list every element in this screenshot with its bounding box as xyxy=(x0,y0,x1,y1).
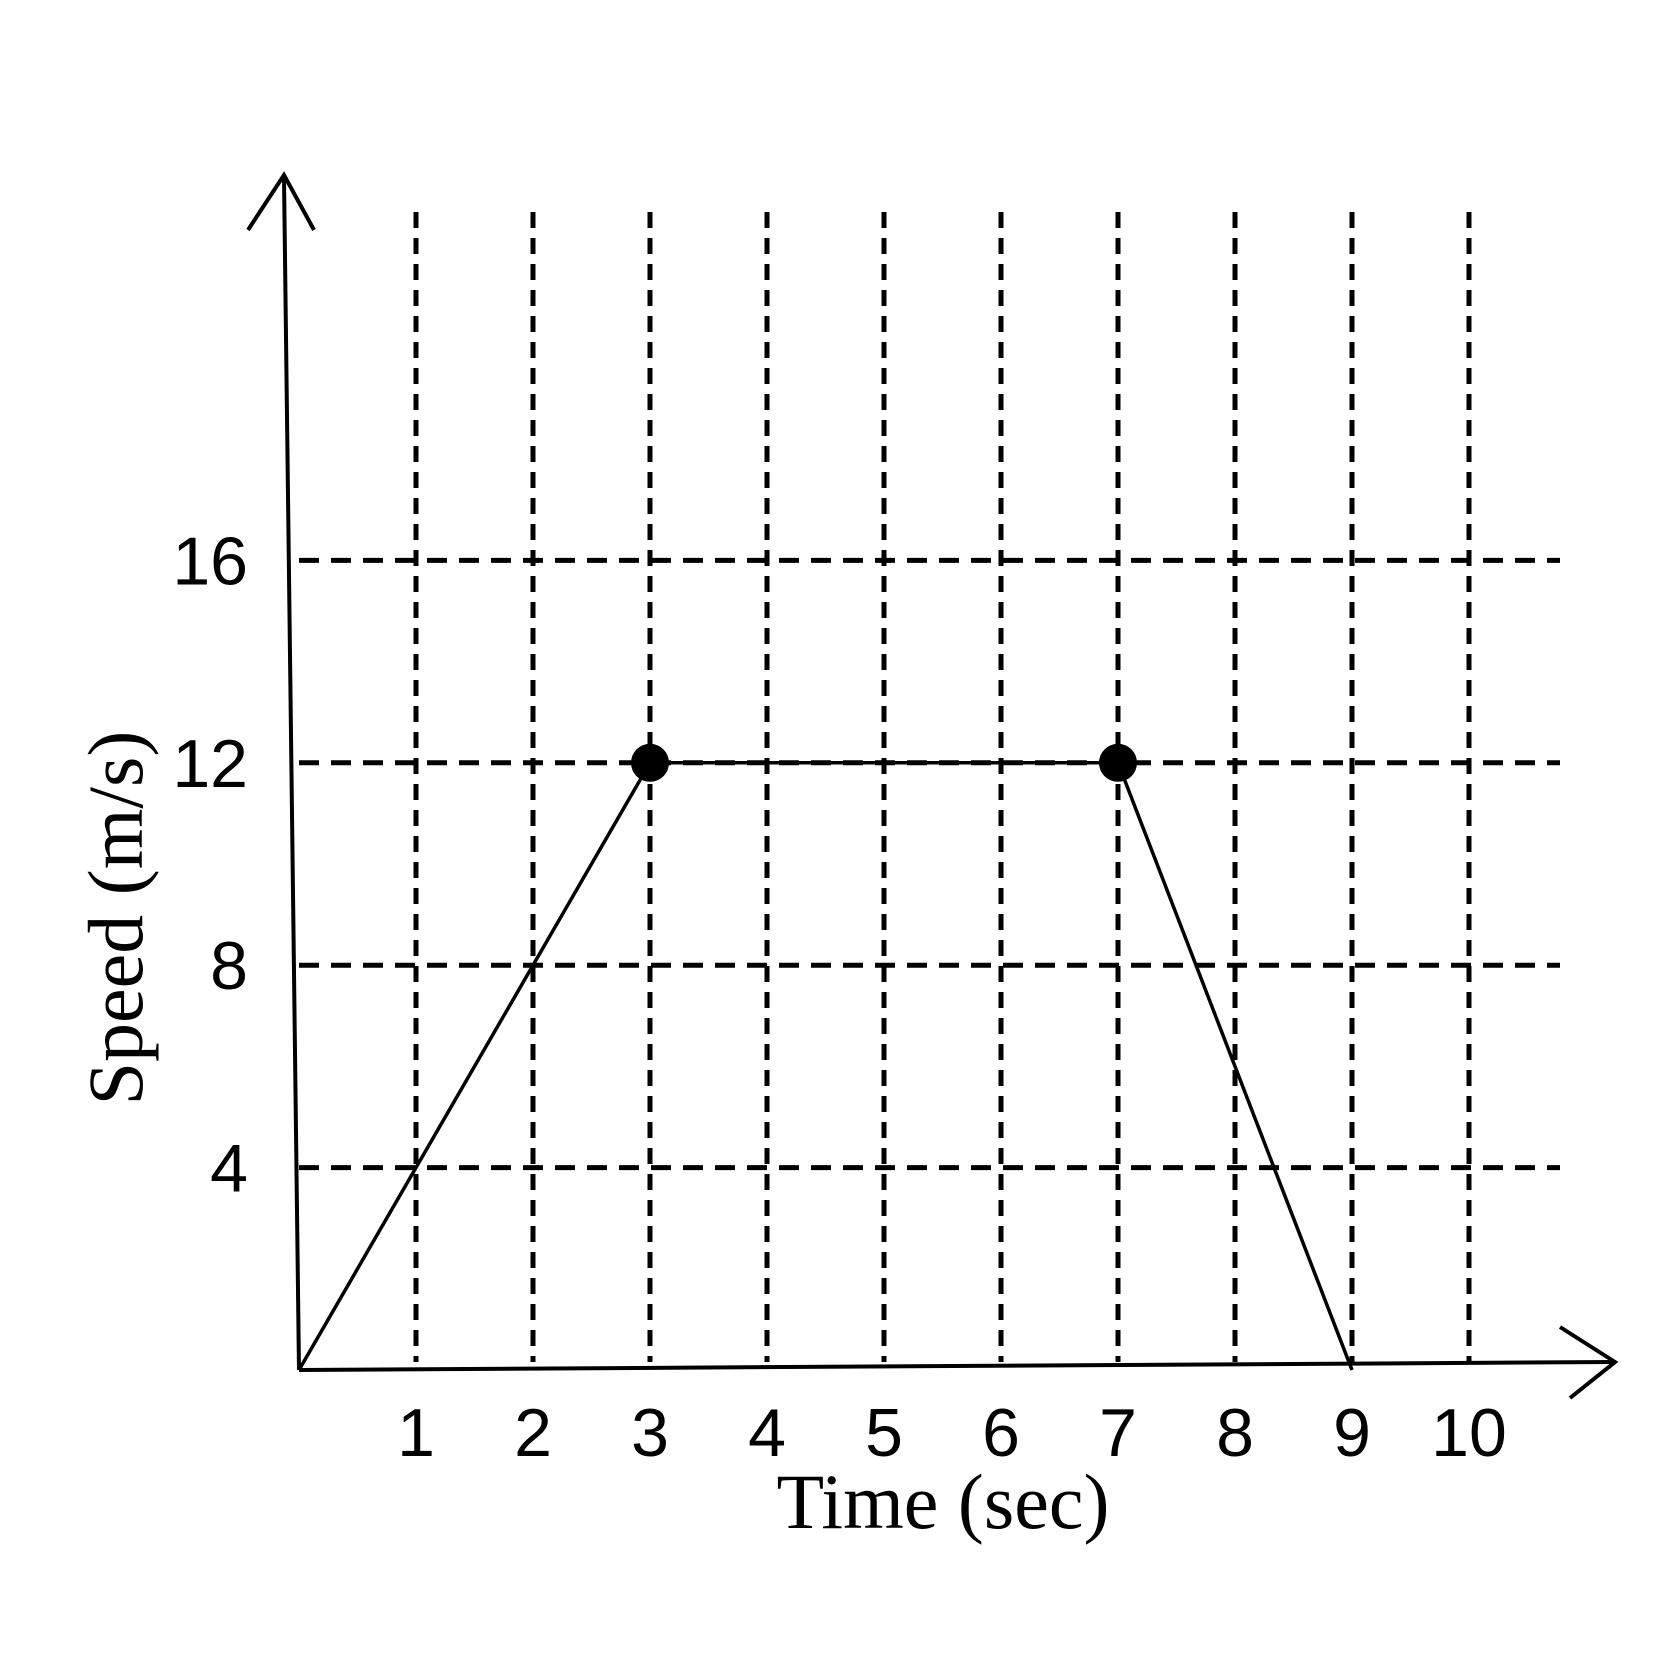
axes xyxy=(246,171,1619,1400)
y-axis-arrowhead xyxy=(246,171,316,232)
x-axis-title: Time (sec) xyxy=(777,1458,1110,1545)
series-line-0 xyxy=(297,761,1354,1371)
x-tick-label-8: 8 xyxy=(1216,1395,1254,1471)
x-tick-label-2: 2 xyxy=(514,1395,552,1471)
grid-lines xyxy=(299,212,1560,1362)
y-tick-label-4: 4 xyxy=(210,1131,248,1207)
x-tick-label-4: 4 xyxy=(748,1395,786,1471)
x-axis-arrowhead xyxy=(1558,1325,1619,1400)
x-tick-label-5: 5 xyxy=(865,1395,903,1471)
y-axis-title: Speed (m/s) xyxy=(72,731,159,1106)
data-point-marker-1 xyxy=(631,743,669,782)
x-tick-label-3: 3 xyxy=(631,1395,669,1471)
x-tick-label-1: 1 xyxy=(397,1395,435,1471)
y-tick-label-12: 12 xyxy=(172,726,248,802)
y-axis-line xyxy=(282,177,301,1371)
x-tick-label-10: 10 xyxy=(1431,1395,1507,1471)
y-tick-label-16: 16 xyxy=(172,523,248,599)
y-tick-label-8: 8 xyxy=(210,928,248,1004)
x-tick-label-7: 7 xyxy=(1099,1395,1137,1471)
x-tick-label-9: 9 xyxy=(1333,1395,1371,1471)
series xyxy=(297,743,1354,1371)
data-point-marker-2 xyxy=(1099,743,1137,782)
x-tick-label-6: 6 xyxy=(982,1395,1020,1471)
x-axis-line xyxy=(298,1360,1615,1372)
